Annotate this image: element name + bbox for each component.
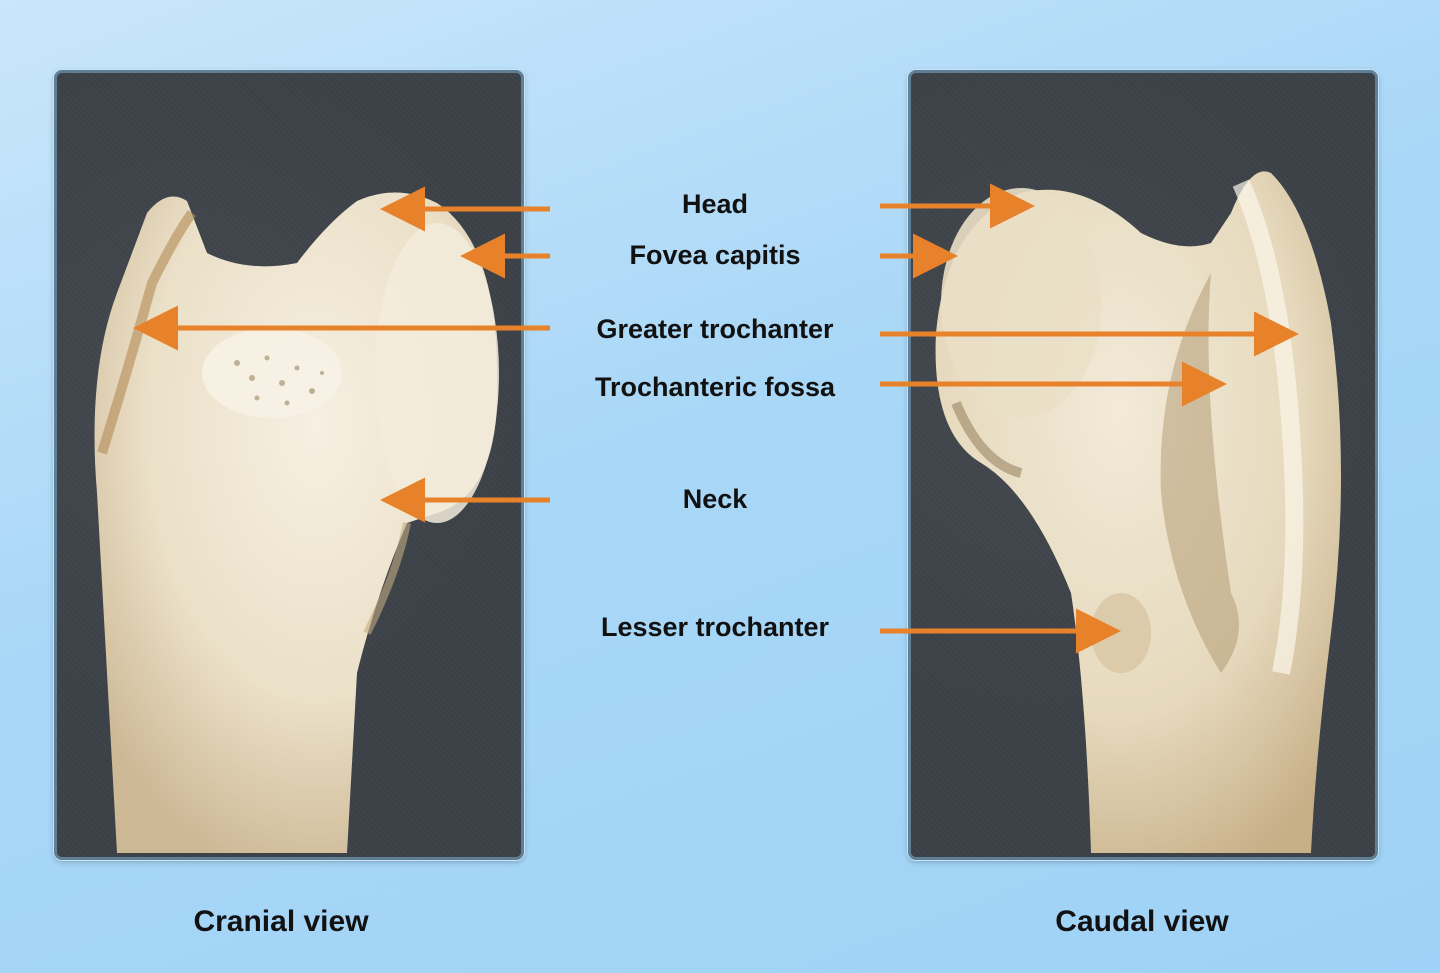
porous-dots [234, 355, 324, 406]
femur-caudal-illustration [935, 171, 1341, 853]
label-trochanteric-fossa: Trochanteric fossa [594, 372, 836, 402]
trochanter-edge [97, 210, 197, 455]
femur-cranial-illustration [94, 192, 499, 853]
label-head: Head [681, 189, 749, 219]
caudal-view-photo [908, 70, 1378, 860]
porous-area [202, 328, 342, 418]
label-greater-trochanter: Greater trochanter [596, 314, 834, 344]
label-lesser-trochanter: Lesser trochanter [600, 612, 830, 642]
caption-cranial-view: Cranial view [193, 905, 369, 938]
cranial-view-photo [54, 70, 524, 860]
label-fovea-capitis: Fovea capitis [629, 240, 801, 270]
trochanteric-fossa-shadow [1160, 273, 1239, 673]
caption-caudal-view: Caudal view [1055, 905, 1229, 938]
lesser-trochanter-bump [1091, 593, 1151, 673]
femoral-head [375, 223, 499, 523]
label-neck: Neck [682, 484, 748, 514]
femoral-head [941, 188, 1101, 418]
